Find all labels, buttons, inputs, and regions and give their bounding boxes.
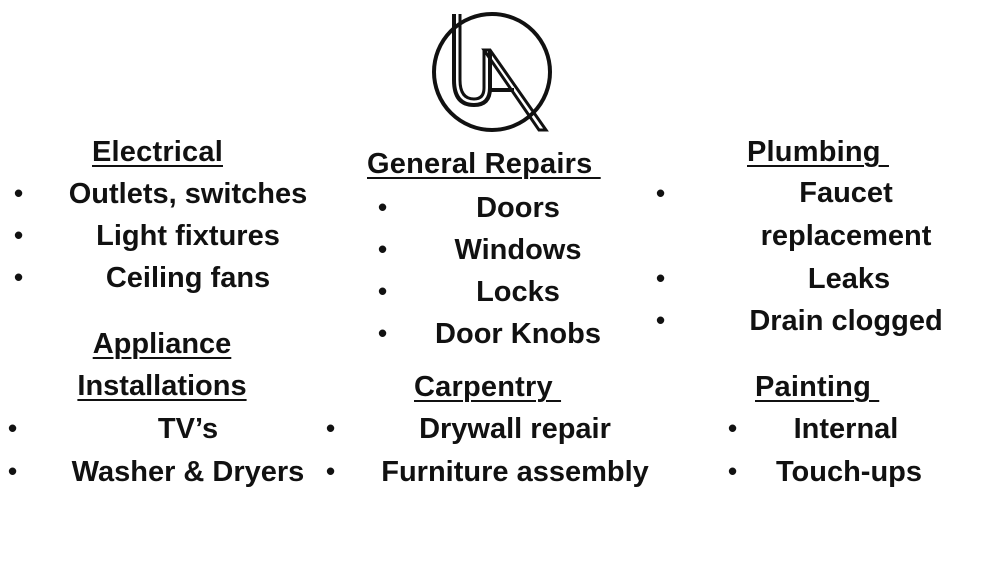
general-repairs-item: Windows	[454, 234, 582, 266]
bullet-icon: •	[14, 220, 24, 250]
ua-logo	[432, 12, 552, 132]
painting-item: Touch-ups	[775, 456, 923, 488]
bullet-icon: •	[8, 456, 18, 486]
plumbing-item: Leaks	[807, 263, 891, 295]
plumbing-heading: Plumbing	[747, 136, 889, 168]
bullet-icon: •	[378, 192, 388, 222]
plumbing-item: Faucet replacement	[760, 177, 932, 252]
bullet-icon: •	[378, 234, 388, 264]
bullet-icon: •	[14, 178, 24, 208]
bullet-icon: •	[8, 413, 18, 443]
bullet-icon: •	[728, 413, 738, 443]
bullet-icon: •	[326, 413, 336, 443]
bullet-icon: •	[326, 456, 336, 486]
painting-item: Internal	[793, 413, 899, 445]
electrical-heading: Electrical	[92, 136, 223, 168]
carpentry-item: Furniture assembly	[381, 456, 649, 488]
carpentry-item: Drywall repair	[419, 413, 611, 445]
electrical-item: Light fixtures	[96, 220, 280, 252]
bullet-icon: •	[656, 178, 666, 208]
general-repairs-heading: General Repairs	[367, 148, 601, 180]
plumbing-item: Drain clogged	[749, 305, 943, 337]
appliance-heading-text: Appliance Installations	[77, 328, 247, 402]
appliance-item: TV’s	[157, 413, 219, 445]
general-repairs-item: Doors	[476, 192, 560, 224]
bullet-icon: •	[728, 456, 738, 486]
appliance-item: Washer & Dryers	[71, 456, 305, 488]
painting-heading: Painting	[755, 371, 880, 403]
electrical-item: Ceiling fans	[105, 262, 271, 294]
bullet-icon: •	[656, 305, 666, 335]
electrical-item: Outlets, switches	[68, 178, 308, 210]
appliance-heading: Appliance Installations	[40, 323, 284, 407]
bullet-icon: •	[656, 263, 666, 293]
general-repairs-item: Locks	[476, 276, 560, 308]
bullet-icon: •	[378, 276, 388, 306]
general-repairs-item: Door Knobs	[435, 318, 601, 350]
bullet-icon: •	[378, 318, 388, 348]
carpentry-heading: Carpentry	[414, 371, 562, 403]
bullet-icon: •	[14, 262, 24, 292]
